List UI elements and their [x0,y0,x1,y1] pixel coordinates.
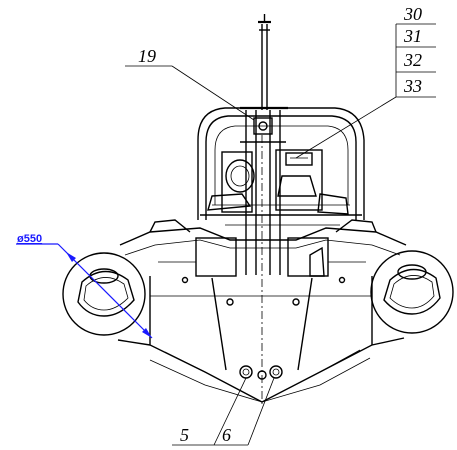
diameter-dimension [16,243,153,339]
bow-fittings [239,365,283,380]
hull-body [117,276,405,403]
callout-31: 31 [403,26,422,46]
leader-lines [125,65,436,446]
callout-33: 33 [403,76,422,96]
deck-outline [119,219,407,277]
console-and-seats [200,149,362,226]
callout-6: 6 [222,425,231,445]
antenna-mast [258,14,271,110]
callout-32: 32 [403,50,422,70]
callout-stack-30-33 [395,23,436,97]
callout-19: 19 [138,46,156,66]
callout-5: 5 [180,425,189,445]
diameter-label: ø550 [17,233,42,245]
right-tube [370,250,454,334]
left-tube [62,252,146,336]
callout-30: 30 [403,4,422,24]
windshield-frame [197,106,365,220]
central-column [240,110,286,275]
